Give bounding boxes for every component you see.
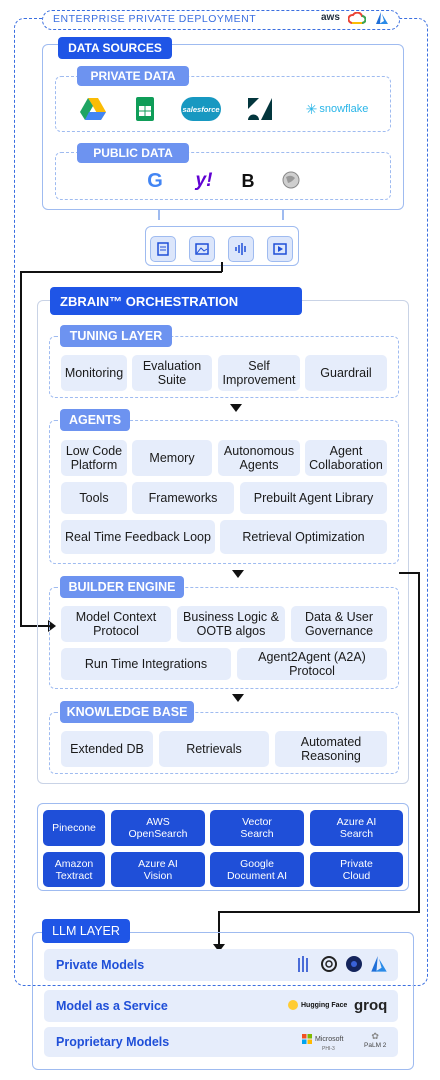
knowledge-item: Automated Reasoning xyxy=(275,731,387,767)
snowflake-label: snowflake xyxy=(319,103,369,115)
builder-item: Run Time Integrations xyxy=(61,648,231,680)
tuning-item: Monitoring xyxy=(61,355,127,391)
vector-item: Vector Search xyxy=(210,810,304,846)
google-drive-icon xyxy=(80,96,106,122)
llm-row-maas: Model as a Service Hugging Face groq xyxy=(44,990,398,1022)
phi-label: PHI-3 xyxy=(322,1046,335,1052)
private-data-group xyxy=(55,76,391,132)
arrow-down xyxy=(230,404,242,412)
builder-item: Model Context Protocol xyxy=(61,606,171,642)
gcp-icon xyxy=(347,11,367,31)
builder-item: Agent2Agent (A2A) Protocol xyxy=(237,648,387,680)
salesforce-logo: salesforce xyxy=(181,97,221,121)
palm-logo: ✿ PaLM 2 xyxy=(364,1031,387,1049)
arrow-down xyxy=(213,944,225,952)
tuning-item: Guardrail xyxy=(305,355,387,391)
connector-line xyxy=(399,572,419,574)
agent-item: Real Time Feedback Loop xyxy=(61,520,215,554)
llm-row-label: Model as a Service xyxy=(56,999,168,1013)
private-data-title: PRIVATE DATA xyxy=(77,66,189,86)
builder-engine-group xyxy=(49,587,399,689)
google-sheets-icon xyxy=(136,96,154,122)
agent-item: Prebuilt Agent Library xyxy=(240,482,387,514)
snowflake-logo: ✳snowflake xyxy=(305,100,369,117)
builder-engine-title: BUILDER ENGINE xyxy=(60,576,184,598)
llm-layer-title: LLM LAYER xyxy=(42,919,130,943)
vector-item: Google Document AI xyxy=(210,852,304,887)
agent-item: Agent Collaboration xyxy=(305,440,387,476)
enterprise-label: ENTERPRISE PRIVATE DEPLOYMENT xyxy=(53,13,257,25)
agent-item: Frameworks xyxy=(132,482,234,514)
connector-line xyxy=(218,911,220,945)
format-connector xyxy=(158,210,160,220)
llm-row-private: Private Models xyxy=(44,949,398,981)
knowledge-item: Retrievals xyxy=(159,731,269,767)
hugging-face-logo: Hugging Face xyxy=(288,1000,347,1010)
microsoft-label: Microsoft xyxy=(315,1035,344,1043)
agent-item: Tools xyxy=(61,482,127,514)
groq-logo: groq xyxy=(354,997,388,1014)
agent-item: Low Code Platform xyxy=(61,440,127,476)
palm-label: PaLM 2 xyxy=(364,1042,387,1049)
public-data-group xyxy=(55,152,391,200)
tuning-item: Self Improvement xyxy=(218,355,300,391)
llm-row-proprietary: Proprietary Models Microsoft PHI-3 ✿ PaL… xyxy=(44,1027,398,1057)
arrow-down xyxy=(232,694,244,702)
orchestration-title: ZBRAIN™ ORCHESTRATION xyxy=(50,287,302,315)
llama-icon xyxy=(296,956,310,979)
format-connector-right xyxy=(282,210,284,220)
tuning-layer-title: TUNING LAYER xyxy=(60,325,172,347)
vector-item: Amazon Textract xyxy=(43,852,105,887)
public-data-title: PUBLIC DATA xyxy=(77,143,189,163)
connector-line xyxy=(218,911,420,913)
agent-item: Retrieval Optimization xyxy=(220,520,387,554)
vector-item: AWS OpenSearch xyxy=(111,810,205,846)
builder-item: Data & User Governance xyxy=(291,606,387,642)
agent-item: Memory xyxy=(132,440,212,476)
google-icon: G xyxy=(147,169,163,192)
llm-layer-panel xyxy=(32,932,414,1070)
openai-icon xyxy=(320,955,338,978)
azure-icon xyxy=(375,12,389,30)
vector-services-panel xyxy=(37,803,409,891)
arrow-down xyxy=(232,570,244,578)
connector-line xyxy=(221,262,223,272)
microsoft-logo: Microsoft xyxy=(302,1034,343,1044)
vector-item: Pinecone xyxy=(43,810,105,846)
arrow-right xyxy=(48,620,56,632)
knowledge-base-group xyxy=(49,712,399,774)
meta-icon xyxy=(345,955,363,978)
connector-line xyxy=(20,625,50,627)
vector-item: Azure AI Vision xyxy=(111,852,205,887)
knowledge-item: Extended DB xyxy=(61,731,153,767)
tuning-layer-group xyxy=(49,336,399,398)
connector-line xyxy=(418,572,420,912)
llm-row-label: Private Models xyxy=(56,958,145,972)
vector-item: Azure AI Search xyxy=(310,810,403,846)
bing-logo: B xyxy=(241,170,255,191)
connector-line xyxy=(20,271,22,626)
hugging-face-label: Hugging Face xyxy=(301,1001,348,1009)
azure-icon xyxy=(370,956,388,978)
zendesk-icon xyxy=(247,97,273,121)
builder-item: Business Logic & OOTB algos xyxy=(177,606,285,642)
globe-icon xyxy=(281,170,301,190)
tuning-item: Evaluation Suite xyxy=(132,355,212,391)
video-icon xyxy=(267,236,293,262)
agents-group xyxy=(49,420,399,564)
agent-item: Autonomous Agents xyxy=(218,440,300,476)
document-icon xyxy=(150,236,176,262)
image-icon xyxy=(189,236,215,262)
connector-line xyxy=(20,271,222,273)
data-sources-title: DATA SOURCES xyxy=(58,37,172,59)
audio-icon xyxy=(228,236,254,262)
agents-title: AGENTS xyxy=(60,409,130,431)
llm-row-label: Proprietary Models xyxy=(56,1035,170,1049)
aws-logo: aws xyxy=(321,12,340,23)
enterprise-header: ENTERPRISE PRIVATE DEPLOYMENT aws xyxy=(42,10,400,30)
yahoo-logo: y! xyxy=(195,170,213,191)
knowledge-base-title: KNOWLEDGE BASE xyxy=(60,701,194,723)
vector-item: Private Cloud xyxy=(310,852,403,887)
